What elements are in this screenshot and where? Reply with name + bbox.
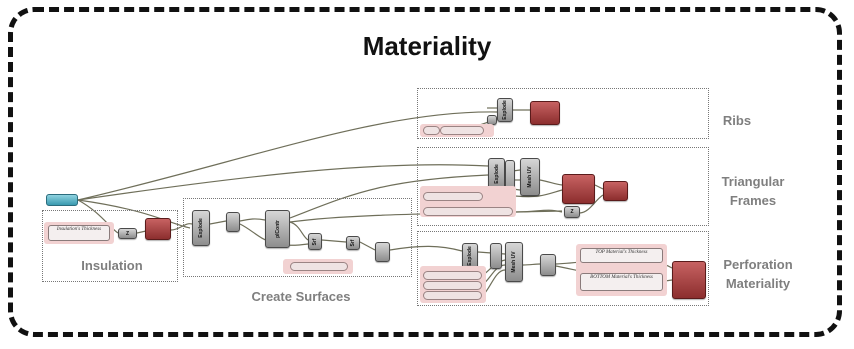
weave-node[interactable]	[540, 254, 556, 276]
page-title: Materiality	[362, 31, 492, 61]
srf-node-1[interactable]: Srf	[308, 233, 322, 250]
insulation-thickness-panel[interactable]: Insulation's Thickness	[48, 225, 110, 241]
wire	[77, 199, 119, 234]
group-create-surfaces	[183, 198, 412, 277]
group-label-insulation: Insulation	[81, 258, 143, 273]
offset-node[interactable]	[145, 218, 171, 240]
top-thickness-panel[interactable]: TOP Material's Thickness	[580, 248, 663, 263]
z-node[interactable]: Z	[118, 228, 137, 239]
boundary-node[interactable]	[375, 242, 390, 262]
srf-node-2[interactable]: Srf	[346, 236, 360, 250]
top-thickness-label: TOP Material's Thickness	[595, 250, 648, 255]
explode-node-2[interactable]: Explode	[497, 98, 513, 122]
group-label-create-surfaces: Create Surfaces	[251, 289, 351, 304]
wire	[594, 184, 604, 190]
wire	[170, 223, 193, 231]
materiality-output-node[interactable]	[672, 261, 706, 299]
explode-node-1[interactable]: Explode	[192, 210, 210, 246]
wire	[539, 179, 563, 186]
mesh-uv-node-1[interactable]: Mesh UV	[520, 158, 540, 196]
pl-contour-node[interactable]: plContr	[265, 210, 290, 248]
bottom-thickness-label: BOTTOM Material's Thickness	[590, 275, 653, 280]
ribs-output-node[interactable]	[530, 101, 560, 125]
insulation-thickness-label: Insulation's Thickness	[56, 227, 102, 232]
wire	[77, 111, 498, 201]
number-slider-frames-1[interactable]	[423, 192, 483, 201]
list-item-node-2[interactable]	[490, 243, 502, 269]
wire	[579, 194, 604, 214]
wire	[522, 263, 541, 266]
wire	[389, 245, 463, 252]
group-label-ribs: Ribs	[722, 113, 752, 128]
canvas-frame	[8, 7, 842, 337]
wire	[514, 189, 563, 198]
number-slider-frames-2[interactable]	[423, 207, 513, 216]
group-triangular-frames	[417, 147, 709, 226]
mesh-uv-node-2[interactable]: Mesh UV	[505, 242, 523, 282]
wire	[359, 241, 376, 251]
number-slider-ribs[interactable]	[423, 126, 440, 135]
number-slider-surfaces[interactable]	[290, 262, 348, 271]
frames-node-2[interactable]	[603, 181, 628, 201]
bottom-thickness-panel[interactable]: BOTTOM Material's Thickness	[580, 273, 663, 291]
number-slider-ribs-2[interactable]	[440, 126, 484, 135]
wire	[321, 239, 347, 243]
group-perforation-materiality	[417, 231, 709, 306]
wire	[289, 174, 489, 219]
frames-node-1[interactable]	[562, 174, 595, 204]
number-slider-perf-3[interactable]	[423, 291, 482, 300]
group-label-triangular-frames: Triangular Frames	[721, 174, 785, 208]
wire	[514, 209, 563, 213]
wire	[77, 164, 489, 201]
z-node-2[interactable]: Z	[564, 206, 580, 218]
list-node[interactable]	[226, 212, 240, 232]
group-ribs	[417, 88, 709, 139]
group-insulation	[42, 210, 178, 282]
wire	[209, 220, 227, 225]
number-slider-perf-1[interactable]	[423, 271, 482, 280]
wire	[239, 218, 266, 222]
number-slider-perf-2[interactable]	[423, 281, 482, 290]
wire	[289, 221, 309, 241]
wire	[136, 230, 147, 234]
group-label-perforation-materiality: Perforation Materiality	[723, 257, 793, 291]
brep-param[interactable]	[46, 194, 78, 206]
